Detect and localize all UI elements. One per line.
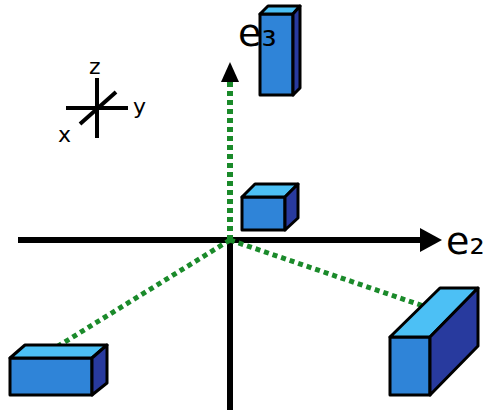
axis-letter-z: z (89, 56, 101, 78)
axis-label-e2: e₂ (446, 222, 485, 260)
e2-axis (18, 237, 425, 243)
axis-letter-y: y (133, 96, 146, 118)
block-right (390, 288, 478, 395)
vector-right (230, 240, 435, 310)
block-left (10, 345, 107, 395)
vector-left (55, 240, 230, 348)
block-small (242, 184, 298, 230)
e3-arrowhead (221, 62, 239, 82)
vertical-axis (227, 240, 233, 410)
e3-vector (227, 80, 233, 240)
reference-axes (66, 78, 128, 138)
e2-arrowhead (420, 228, 442, 252)
axis-letter-x: x (58, 124, 71, 146)
axis-label-e3: e₃ (238, 14, 277, 52)
